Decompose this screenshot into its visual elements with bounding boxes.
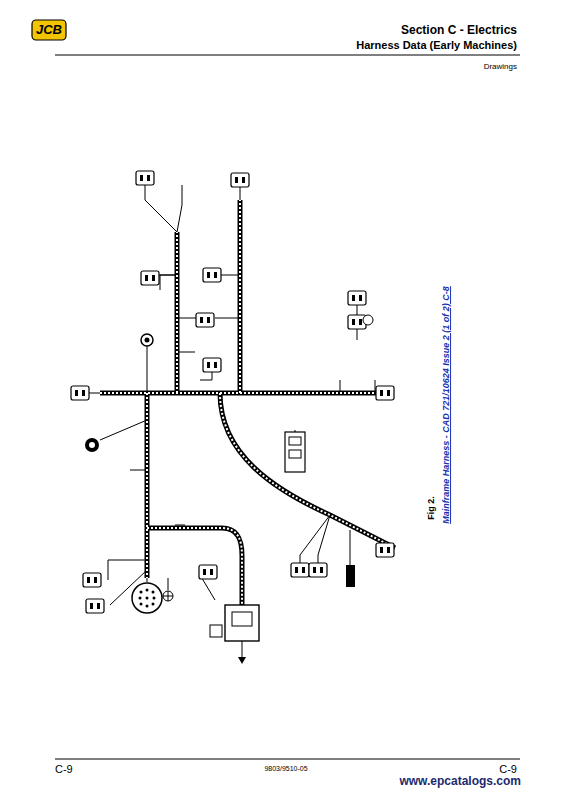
harness-stroke [89,442,95,448]
page-number: C-9 [499,763,517,775]
harness-stroke [140,591,143,594]
harness-stroke [232,612,252,626]
harness-stroke [318,515,330,565]
harness-stroke [100,420,147,440]
page-heading: Drawings [484,63,517,72]
harness-stroke [55,55,520,56]
harness-stroke [238,200,243,393]
harness-stroke [153,597,156,600]
harness-stroke [145,393,150,578]
harness-stroke [141,334,153,346]
harness-stroke [238,657,246,664]
harness-stroke [363,315,373,325]
harness-stroke [200,372,212,380]
section-subtitle: Harness Data (Early Machines) [356,39,517,51]
harness-stroke [346,565,355,587]
harness-stroke [215,318,240,319]
harness-stroke [300,515,330,565]
harness-stroke [141,271,159,285]
link-reference: Mainframe Harness - CAD 721/10624 Issue … [442,286,452,524]
watermark: www.epcatalogs.com [399,775,521,788]
harness-stroke [177,352,195,353]
harness-stroke [177,185,182,232]
harness-stroke [108,560,147,580]
harness-stroke [71,386,89,400]
harness-stroke [139,597,142,600]
harness-stroke [100,200,395,605]
document-number: 9803/9510-05 [264,765,307,773]
harness-stroke [147,340,148,393]
page-number: C-9 [55,763,73,775]
harness-stroke [231,173,249,187]
harness-stroke [146,393,148,578]
harness-stroke [220,393,395,548]
harness-stroke [100,200,395,605]
harness-stroke [203,268,221,282]
harness-stroke [85,438,99,452]
harness-stroke [203,358,221,372]
harness-stroke [176,232,178,393]
harness-stroke [289,450,301,458]
harness-stroke [376,386,394,400]
harness-stroke [291,563,309,577]
harness-stroke [168,578,169,590]
harness-stroke [220,393,395,548]
brand-logo: JCB [36,23,62,37]
harness-stroke [289,437,301,445]
harness-stroke [163,591,173,601]
harness-stroke [175,525,185,526]
harness-stroke [146,589,149,592]
harness-stroke [175,232,180,393]
harness-stroke [85,180,385,660]
harness-stroke [146,605,149,608]
harness-stroke [376,543,394,557]
harness-stroke [348,291,366,305]
harness-stroke [160,275,177,290]
harness-stroke [147,578,148,582]
harness-stroke [146,597,149,600]
harness-stroke [145,182,177,232]
harness-stroke [152,591,155,594]
harness-stroke [100,392,385,394]
harness-stroke [130,470,147,471]
harness-stroke [152,603,155,606]
harness-stroke [239,200,241,393]
harness-stroke [350,530,351,565]
harness-stroke [32,20,66,40]
harness-stroke [309,563,327,577]
harness-stroke [285,432,305,472]
harness-stroke [132,583,162,613]
harness-stroke [100,200,395,605]
harness-stroke [199,565,217,579]
harness-stroke [86,599,104,613]
harness-stroke [145,338,150,343]
harness-stroke [210,625,222,637]
harness-stroke [140,603,143,606]
figure-caption: Fig 2. [427,496,437,520]
harness-stroke [83,573,101,587]
section-title: Section C - Electrics [401,24,517,37]
harness-stroke [136,171,154,185]
harness-stroke [196,313,214,327]
harness-stroke [139,589,156,608]
harness-stroke [225,605,259,641]
harness-stroke [55,759,520,760]
harness-stroke [168,591,169,601]
